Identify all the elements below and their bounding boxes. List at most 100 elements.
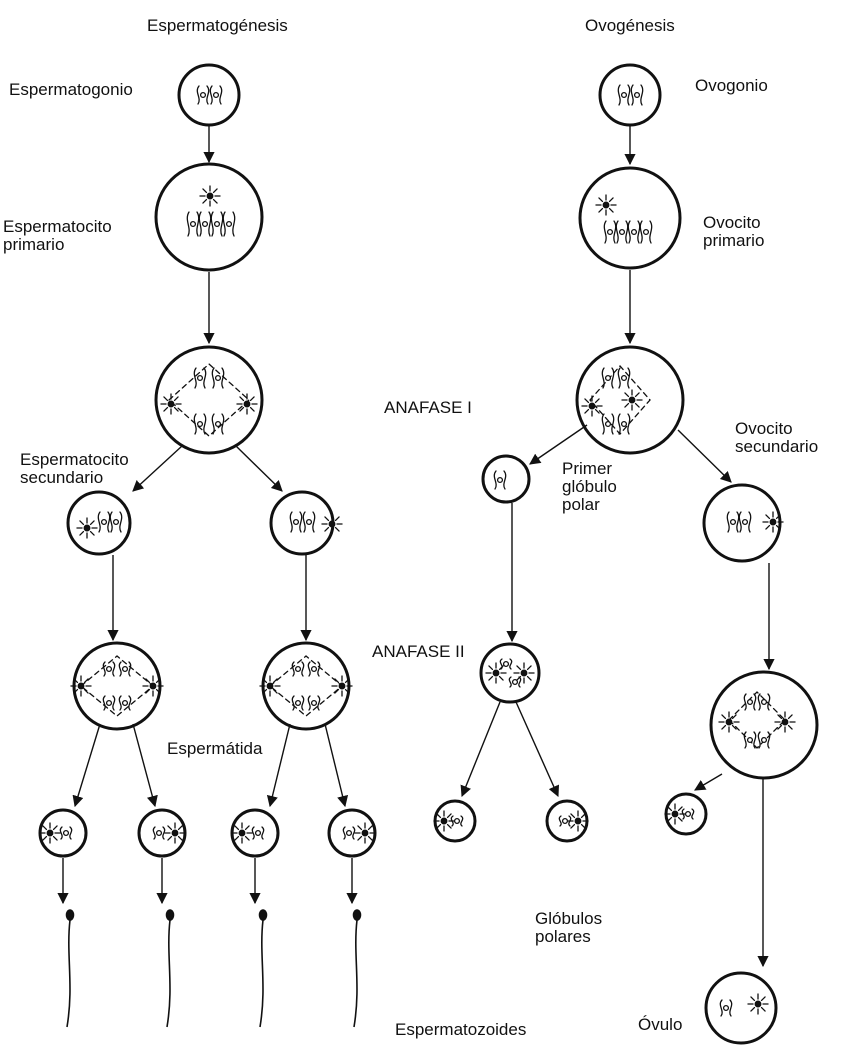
chromatin-spermatid-1 xyxy=(59,826,73,840)
aster-oocyte-a2-right xyxy=(774,711,796,733)
secondary-oocyte-cell xyxy=(702,483,782,563)
arrow-17 xyxy=(529,424,588,465)
polar-body-anaphase-2-cell xyxy=(479,642,541,704)
ovum-label: Óvulo xyxy=(638,1015,683,1034)
first-polar-body-label-line2: glóbulo xyxy=(562,477,617,496)
aster-secondary-oocyte xyxy=(762,511,784,533)
spermatocyte-anaphase-1-cell xyxy=(154,345,264,455)
chromatin-secondary-oocyte-a xyxy=(726,511,740,533)
chromatin-spermatid-2 xyxy=(152,826,166,840)
aster-sp-a2-right-1 xyxy=(331,675,353,697)
chromatin-polar-body-1 xyxy=(450,815,464,827)
aster-polar-a2-left xyxy=(485,662,507,684)
primary-oocyte-label-line2: primario xyxy=(703,231,765,250)
spindle-sp-a2-1 xyxy=(268,655,344,717)
chromatin-oo-a1-bottom-0 xyxy=(601,413,615,435)
chromatin-secondary-oocyte-b xyxy=(738,511,752,533)
aster-primary-spermatocyte xyxy=(199,185,221,207)
arrow-9 xyxy=(266,723,291,808)
spermatozoon-3 xyxy=(258,909,268,1028)
secondary-spermatocyte-cell-left xyxy=(66,490,132,556)
aster-sp-a2-right-0 xyxy=(142,675,164,697)
chromatin-ssl-a xyxy=(97,511,111,533)
first-polar-body-label-line1: Primer xyxy=(562,459,613,478)
first-polar-body-cell xyxy=(481,454,531,504)
chromatin-sp-a2-b1-0 xyxy=(102,695,116,711)
spindle-spermatocyte-anaphase-1 xyxy=(168,363,250,437)
oogonium-label: Ovogonio xyxy=(695,76,768,95)
arrow-3 xyxy=(132,445,183,492)
aster-polar-a2-right xyxy=(513,662,535,684)
aster-oocyte-anaphase-1-left xyxy=(581,395,603,417)
arrow-22 xyxy=(515,701,560,798)
chromatin-primary-spermatocyte-1 xyxy=(198,211,212,237)
chromatin-sp-a1-top-0 xyxy=(193,367,207,389)
aster-polar-body-3 xyxy=(664,803,686,825)
chromatin-first-polar-body xyxy=(493,470,507,490)
spermatid-label: Espermátida xyxy=(167,739,263,758)
chromatin-oo-a1-bottom-1 xyxy=(617,413,631,435)
chromatin-oo-a1-top-0 xyxy=(601,367,615,389)
polar-bodies-label-line2: polares xyxy=(535,927,591,946)
spindle-oocyte-a2 xyxy=(728,691,786,749)
chromatin-oo-a1-top-1 xyxy=(617,367,631,389)
oogonium-cell xyxy=(598,63,662,127)
chromatin-sp-a2-t1-1 xyxy=(291,661,305,677)
chromatin-oo-a2-b2 xyxy=(757,731,771,749)
primary-spermatocyte-cell xyxy=(154,162,264,272)
oogenesis-title: Ovogénesis xyxy=(585,16,675,35)
secondary-oocyte-label-line1: Ovocito xyxy=(735,419,793,438)
oocyte-anaphase-2-cell xyxy=(709,670,819,780)
chromatin-polar-a2-b xyxy=(508,676,522,688)
aster-spermatocyte-anaphase-1-right xyxy=(236,393,258,415)
polar-bodies-label-line1: Glóbulos xyxy=(535,909,603,928)
secondary-spermatocyte-cell-right xyxy=(269,490,335,556)
oocyte-anaphase-1-cell xyxy=(575,345,685,455)
chromatin-polar-body-2 xyxy=(558,815,572,827)
anaphase-2-label: ANAFASE II xyxy=(372,642,465,661)
ovum-cell xyxy=(704,971,778,1045)
anaphase-1-label: ANAFASE I xyxy=(384,398,472,417)
chromatin-spermatid-4 xyxy=(342,826,356,840)
chromatin-sp-a2-b2-0 xyxy=(118,695,132,711)
aster-spermatocyte-anaphase-1-left xyxy=(160,393,182,415)
chromatin-sp-a2-t2-0 xyxy=(118,661,132,677)
chromatin-primary-oocyte-0 xyxy=(603,220,617,244)
chromatin-oo-a2-t1 xyxy=(743,693,757,711)
chromatin-sp-a2-t1-0 xyxy=(102,661,116,677)
secondary-oocyte-label-line2: secundario xyxy=(735,437,819,456)
chromatin-oogonium-a xyxy=(617,84,631,106)
chromatin-primary-oocyte-2 xyxy=(627,220,641,244)
aster-primary-oocyte xyxy=(595,194,617,216)
primary-spermatocyte-label-line2: primario xyxy=(3,235,65,254)
chromatin-spermatid-3 xyxy=(251,826,265,840)
spermatozoon-4 xyxy=(352,909,362,1028)
aster-sp-a2-left-0 xyxy=(70,675,92,697)
spermatozoon-1 xyxy=(65,909,75,1028)
chromatin-primary-oocyte-1 xyxy=(615,220,629,244)
arrow-4 xyxy=(235,445,283,492)
arrow-8 xyxy=(132,723,158,808)
arrow-7 xyxy=(72,723,101,808)
secondary-spermatocyte-label-line1: Espermatocito xyxy=(20,450,129,469)
chromatin-ovum xyxy=(719,999,733,1017)
chromatin-oo-a2-b1 xyxy=(743,731,757,749)
spermatogonium-cell xyxy=(177,63,241,127)
first-polar-body-label-line3: polar xyxy=(562,495,600,514)
chromatin-sp-a2-b1-1 xyxy=(291,695,305,711)
chromatin-sp-a1-bottom-1 xyxy=(211,413,225,435)
aster-sp-a2-left-1 xyxy=(259,675,281,697)
chromatin-spermatogonium-b xyxy=(209,85,223,105)
chromatin-ssl-b xyxy=(109,511,123,533)
chromatin-polar-body-3 xyxy=(681,808,695,820)
chromatin-primary-spermatocyte-0 xyxy=(186,211,200,237)
aster-polar-body-1 xyxy=(433,810,455,832)
aster-polar-body-2 xyxy=(567,810,589,832)
aster-ovum xyxy=(747,993,769,1015)
chromatin-sp-a1-top-1 xyxy=(211,367,225,389)
arrow-10 xyxy=(324,723,349,808)
chromatin-ssr-a xyxy=(289,511,303,533)
chromatin-oo-a2-t2 xyxy=(757,693,771,711)
